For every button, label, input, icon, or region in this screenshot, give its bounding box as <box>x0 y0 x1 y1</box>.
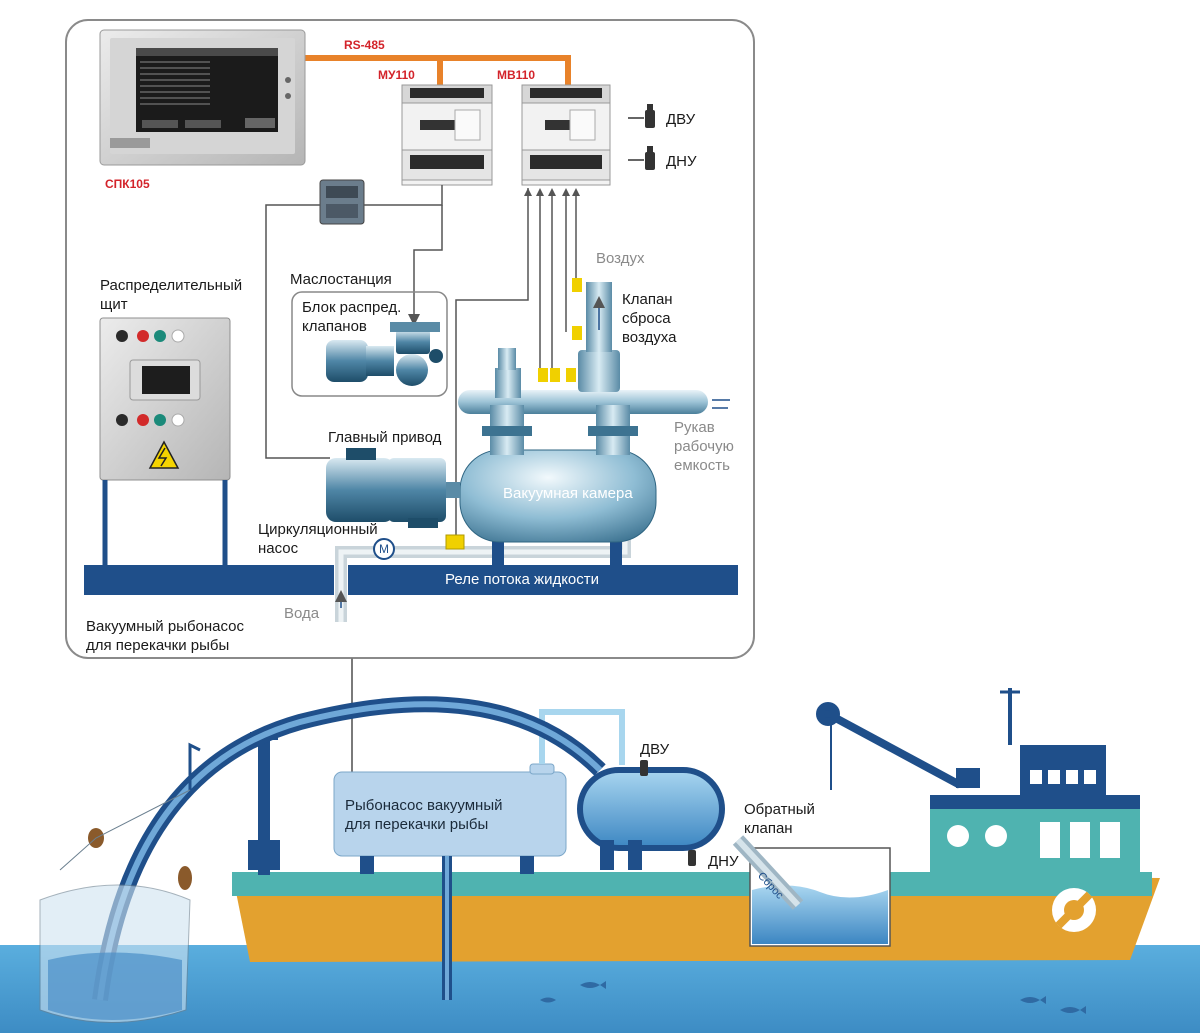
sea-fish <box>540 981 1086 1014</box>
deck-mast <box>248 732 280 875</box>
vacuum-chamber-label: Вакуумная камера <box>503 485 633 502</box>
dvu-label-ship: ДВУ <box>640 741 670 758</box>
ship-superstructure <box>930 688 1140 878</box>
oil-station-frame <box>291 291 448 397</box>
hose-label: Рукав рабочую емкость <box>674 419 734 474</box>
switchboard <box>99 317 231 565</box>
spk105-controller <box>99 29 306 166</box>
suction-hose <box>92 696 606 1002</box>
dnu-label-top: ДНУ <box>666 153 697 170</box>
oil-station-label: Маслостанция <box>290 271 392 288</box>
panel-caption: Вакуумный рыбонасос для перекачки рыбы <box>86 618 245 654</box>
mv110-label: МВ110 <box>497 68 536 82</box>
discharge-pipe <box>732 835 804 910</box>
dnu-label-ship: ДНУ <box>708 853 739 870</box>
water-label: Вода <box>284 605 320 622</box>
dvu-label-top: ДВУ <box>666 111 696 128</box>
rs485-bus <box>300 55 571 86</box>
circ-pump-label: Циркуляционный насос <box>258 521 378 557</box>
hose-arrows <box>712 399 730 409</box>
flow-relay-box <box>445 534 465 550</box>
sensor-icons-top <box>645 104 655 170</box>
sensor-arrows-top <box>628 117 644 161</box>
air-label: Воздух <box>596 250 645 267</box>
circ-pump-symbol <box>373 538 395 560</box>
fish-tank <box>577 767 725 870</box>
base-bar-right <box>348 565 738 595</box>
pump-box-label: Рыбонасос вакуумный для перекачки рыбы <box>345 797 503 833</box>
base-bar-left <box>84 565 334 595</box>
mu110-label: МУ110 <box>378 68 415 82</box>
contactor <box>319 179 365 225</box>
air-valve-label: Клапан сброса воздуха <box>622 291 677 346</box>
fish-net <box>39 742 201 1023</box>
mv110-module <box>521 84 611 186</box>
control-wiring <box>265 185 577 545</box>
valve-block-label: Блок распред. клапанов <box>302 299 402 335</box>
pump-box <box>333 709 625 1000</box>
main-drive <box>326 448 460 528</box>
rs485-label: RS-485 <box>344 38 385 52</box>
ship-hull <box>232 872 1160 962</box>
tank-sensors <box>640 760 696 866</box>
motor-symbol-label: M <box>379 542 389 556</box>
flow-relay-label: Реле потока жидкости <box>445 571 600 588</box>
switchboard-label: Распределительный щит <box>100 277 243 313</box>
check-valve-label: Обратный клапан <box>744 801 815 837</box>
manifold-piping <box>458 278 708 455</box>
sensor-signal-arrowheads <box>524 188 580 196</box>
mu110-module <box>401 84 493 186</box>
spk105-label: СПК105 <box>105 177 150 191</box>
main-drive-label: Главный привод <box>328 429 442 446</box>
ship-crane <box>816 702 980 790</box>
water-pipe <box>335 535 631 622</box>
oil-station-drawing <box>326 322 443 386</box>
